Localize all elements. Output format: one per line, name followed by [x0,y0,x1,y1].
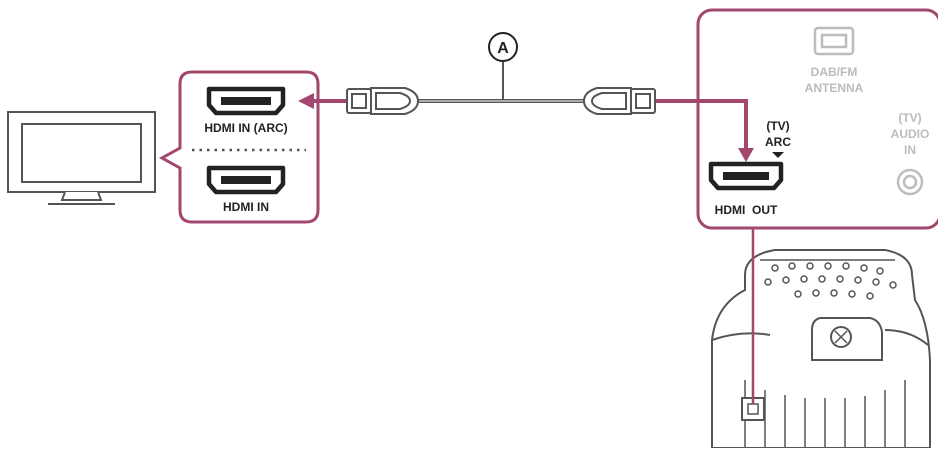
hdmi-out-label: HDMI OUT [715,203,778,217]
speaker-connection-arrow [655,99,754,162]
antenna-label-line1: DAB/FM [811,65,858,79]
hdmi-in-label: HDMI IN [223,200,269,214]
tv-connection-arrow [298,93,346,109]
tv-monitor-icon [7,111,156,205]
arc-label-line1: (TV) [766,119,789,133]
party-speaker-icon [711,249,931,449]
cable-callout-label: A [497,40,509,57]
hdmi-in-port-icon [206,165,286,195]
hdmi-plug-left-icon [346,87,420,115]
audio-in-label-line2: AUDIO [891,127,930,141]
antenna-port-icon [813,26,855,56]
hdmi-in-arc-label: HDMI IN (ARC) [204,121,287,135]
audio-in-label-line3: IN [904,143,916,157]
antenna-label-line2: ANTENNA [805,81,864,95]
hdmi-in-arc-port-icon [206,86,286,116]
hdmi-out-port-icon [708,161,784,191]
cable-callout-circle [488,32,518,62]
audio-in-label-line1: (TV) [898,111,921,125]
arc-label-line2: ARC [765,135,791,149]
hdmi-plug-right-icon [582,87,656,115]
arc-indicator-icon [772,152,784,158]
audio-jack-icon [896,168,924,196]
